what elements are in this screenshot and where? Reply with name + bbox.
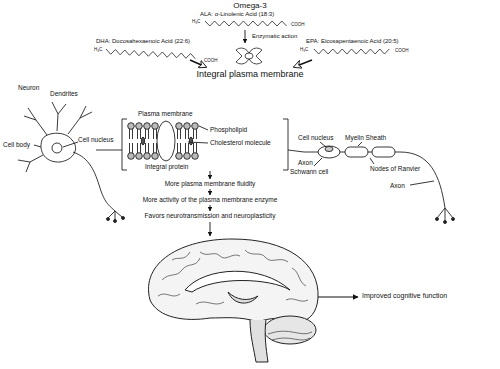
chem-group: COOH: [291, 22, 305, 27]
chem-group: H₃C: [94, 47, 102, 52]
part-label: Neuron: [18, 84, 39, 91]
part-label: Schwann cell: [290, 168, 328, 175]
acid-name: EPA: Eicosapentaenoic Acid (20:5): [306, 38, 399, 45]
chem-group: COOH: [204, 58, 218, 63]
part-label: Dendrites: [50, 90, 78, 97]
chem-group: H₃C: [192, 19, 200, 24]
chem-group: H₃C: [300, 47, 308, 52]
myelinated-axon: [304, 142, 455, 224]
chem-group: COOH: [395, 48, 409, 53]
part-label: Plasma membrane: [138, 110, 193, 117]
outcome-label: Improved cognitive function: [362, 292, 447, 300]
part-label: Nodes of Ranvier: [370, 165, 420, 172]
flow-step: Favors neurotransmission and neuroplasti…: [145, 212, 276, 219]
acid-name: DHA: Docosahexaenoic Acid (22:6): [96, 38, 190, 45]
brain-sagittal: [149, 239, 319, 362]
part-label: Cell nucleus: [78, 136, 113, 143]
part-label: Integral protein: [145, 163, 188, 170]
part-label: Axon: [390, 182, 405, 189]
flow-step: More activity of the plasma membrane enz…: [143, 196, 278, 203]
part-label: Myelin Sheath: [345, 134, 386, 141]
flow-step: More plasma membrane fluidity: [165, 180, 256, 187]
process-label: Enzymatic action: [252, 33, 297, 40]
part-label: Cell body: [3, 141, 30, 148]
membrane-figure: [122, 119, 304, 170]
neuron: [18, 102, 125, 223]
part-label: Phospholipid: [210, 126, 247, 133]
title: Omega-3: [233, 1, 266, 10]
section-label: Integral plasma membrane: [196, 69, 303, 79]
part-label: Axon: [298, 159, 313, 166]
acid-name: ALA: α-Linolenic Acid (18:3): [200, 11, 274, 18]
process-arrows: [190, 30, 312, 67]
part-label: Cholesterol molecule: [210, 139, 271, 146]
enzyme-figure: [236, 48, 262, 64]
part-label: Cell nucleus: [298, 134, 333, 141]
